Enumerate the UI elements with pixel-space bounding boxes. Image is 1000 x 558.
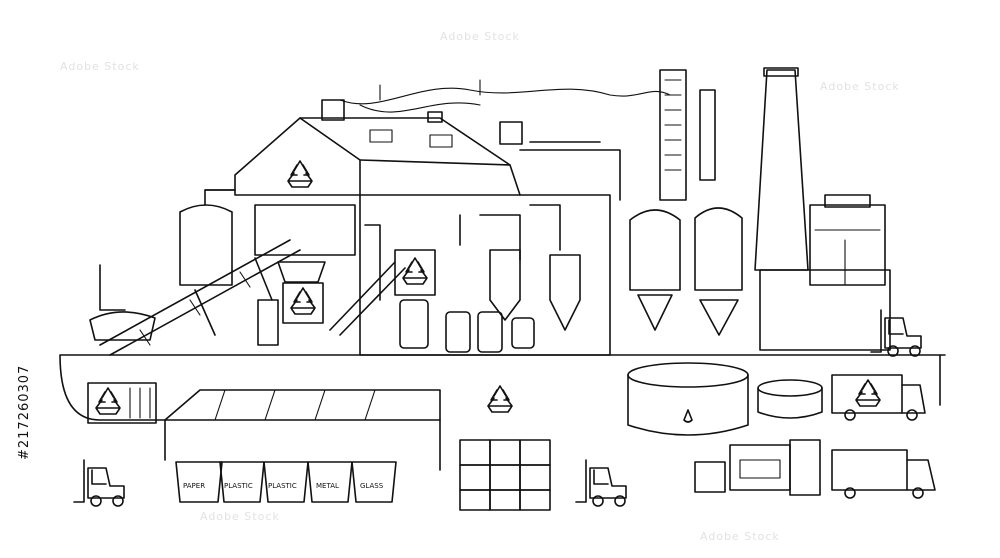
main-building xyxy=(234,99,611,356)
watermark-text: Adobe Stock xyxy=(820,80,900,93)
watermark-text: Adobe Stock xyxy=(440,30,520,43)
process-tank xyxy=(489,249,581,331)
settling-tank xyxy=(627,362,823,436)
barrels xyxy=(399,299,535,353)
recycle-icon xyxy=(290,287,316,315)
hopper-machine xyxy=(257,261,326,346)
bin: PAPER xyxy=(175,461,223,503)
watermark-text: Adobe Stock xyxy=(200,510,280,523)
bin-label: PLASTIC xyxy=(224,482,253,490)
bin-label: GLASS xyxy=(360,482,384,490)
silo-pair xyxy=(629,207,743,336)
truck-icon xyxy=(831,449,936,499)
bin-label: PLASTIC xyxy=(268,482,297,490)
conveyor-belt xyxy=(89,239,301,356)
bale-stack xyxy=(459,439,551,511)
bin: PLASTIC xyxy=(219,461,265,503)
tower xyxy=(659,69,716,201)
forklift-icon xyxy=(870,309,922,357)
bin-label: METAL xyxy=(316,482,339,490)
recycle-icon xyxy=(402,257,428,285)
recycle-icon xyxy=(95,387,121,415)
container-left xyxy=(87,382,157,424)
bin-row: PAPER PLASTIC PLASTIC METAL GLASS xyxy=(175,461,397,503)
recycle-icon xyxy=(487,385,513,413)
recycle-icon xyxy=(855,379,881,407)
forklift-icon xyxy=(575,459,627,507)
watermark-pattern: Adobe Stock Adobe Stock Adobe Stock Adob… xyxy=(60,30,900,543)
shredder-machine xyxy=(694,439,821,496)
bin: PLASTIC xyxy=(263,461,309,503)
forklift-icon xyxy=(73,459,125,507)
watermark-text: Adobe Stock xyxy=(700,530,780,543)
bin: METAL xyxy=(307,461,353,503)
bin: GLASS xyxy=(351,461,397,503)
truck-icon xyxy=(831,374,926,421)
bin-label: PAPER xyxy=(183,482,205,490)
recycle-icon xyxy=(287,160,313,188)
machine-box xyxy=(394,249,436,296)
silo-left xyxy=(179,189,236,286)
chimney xyxy=(754,67,809,271)
watermark-text: Adobe Stock xyxy=(60,60,140,73)
stock-id-label: #217260307 xyxy=(17,365,32,460)
right-building xyxy=(759,194,891,351)
sorting-trays xyxy=(164,389,441,471)
